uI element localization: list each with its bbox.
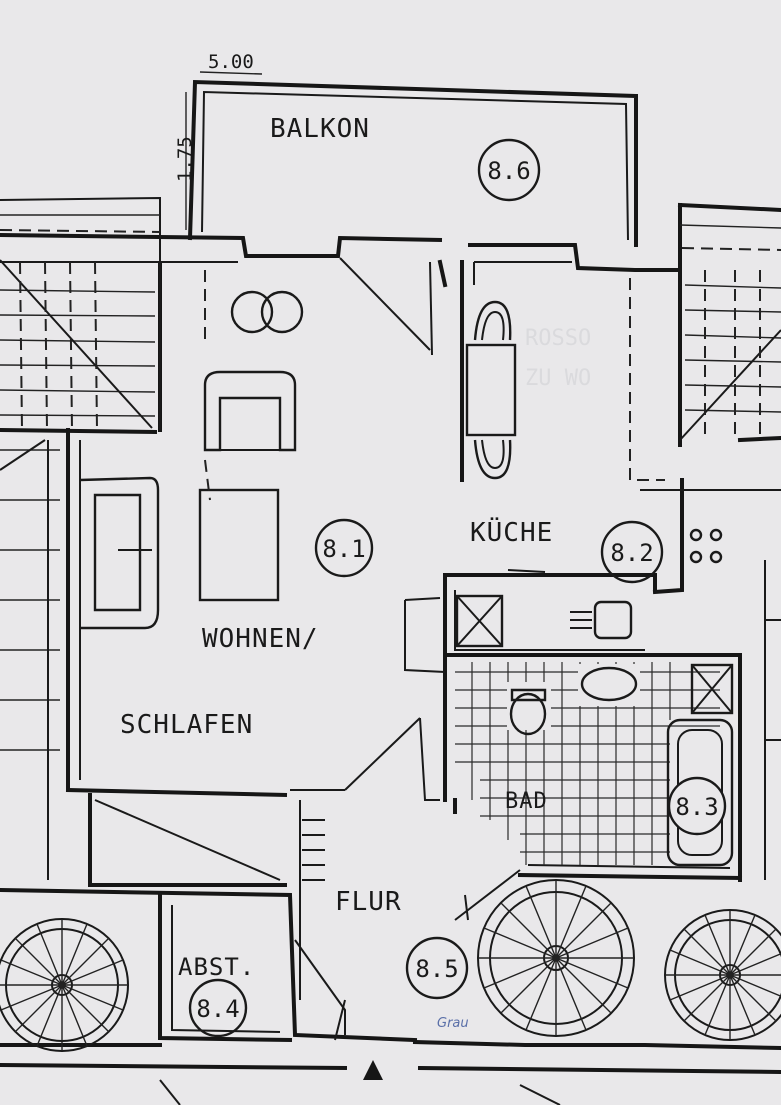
room-name-balkon: BALKON <box>270 114 370 144</box>
room-number-balkon: 8.6 <box>487 157 530 185</box>
room-name-kueche: KÜCHE <box>470 516 553 548</box>
room-badge-wohnen: 8.1 <box>314 518 374 578</box>
outer-walls <box>0 202 781 1075</box>
hallway-steps <box>302 819 325 881</box>
bath-tiles <box>455 662 720 865</box>
svg-text:ZU WO: ZU WO <box>525 366 591 391</box>
spiral-stair-left <box>0 918 129 1052</box>
balcony-walls <box>187 79 638 247</box>
dining-set <box>465 300 517 480</box>
room-name-abst: ABST. <box>178 953 255 981</box>
room-badge-abst: 8.4 <box>188 978 248 1038</box>
room-name-flur: FLUR <box>335 887 402 917</box>
bleed-through-text: ROSSO ZU WO <box>525 326 591 391</box>
room-number-flur: 8.5 <box>415 955 458 983</box>
dimension-width-label: 5.00 <box>208 51 254 73</box>
dimension-width: 5.00 <box>199 51 263 75</box>
living-furniture <box>79 270 304 630</box>
room-badge-bad: 8.3 <box>667 776 727 836</box>
handwritten-note: Grau <box>437 1016 469 1031</box>
kitchen-appliances <box>455 528 723 648</box>
room-number-wohnen: 8.1 <box>322 535 365 563</box>
bath-fixtures <box>507 663 734 867</box>
room-name-schlafen: SCHLAFEN <box>120 710 253 740</box>
dimension-depth: 1.75 <box>174 92 196 230</box>
room-badge-kueche: 8.2 <box>600 520 664 584</box>
room-name-wohnen: WOHNEN/ <box>202 624 319 654</box>
room-badge-balkon: 8.6 <box>477 138 541 202</box>
interior-walls <box>94 257 743 1041</box>
room-badge-flur: 8.5 <box>405 936 469 1000</box>
room-number-kueche: 8.2 <box>610 539 653 567</box>
left-stairs <box>0 196 161 880</box>
dimension-depth-label: 1.75 <box>174 136 196 182</box>
room-name-bad: BAD <box>505 789 548 814</box>
spiral-stair-right <box>664 909 781 1041</box>
entrance-arrow-icon <box>363 1060 383 1080</box>
svg-text:ROSSO: ROSSO <box>525 326 591 351</box>
spiral-stair-center <box>477 879 635 1037</box>
room-number-bad: 8.3 <box>675 793 718 821</box>
right-stairs <box>679 224 781 880</box>
room-number-abst: 8.4 <box>196 995 239 1023</box>
